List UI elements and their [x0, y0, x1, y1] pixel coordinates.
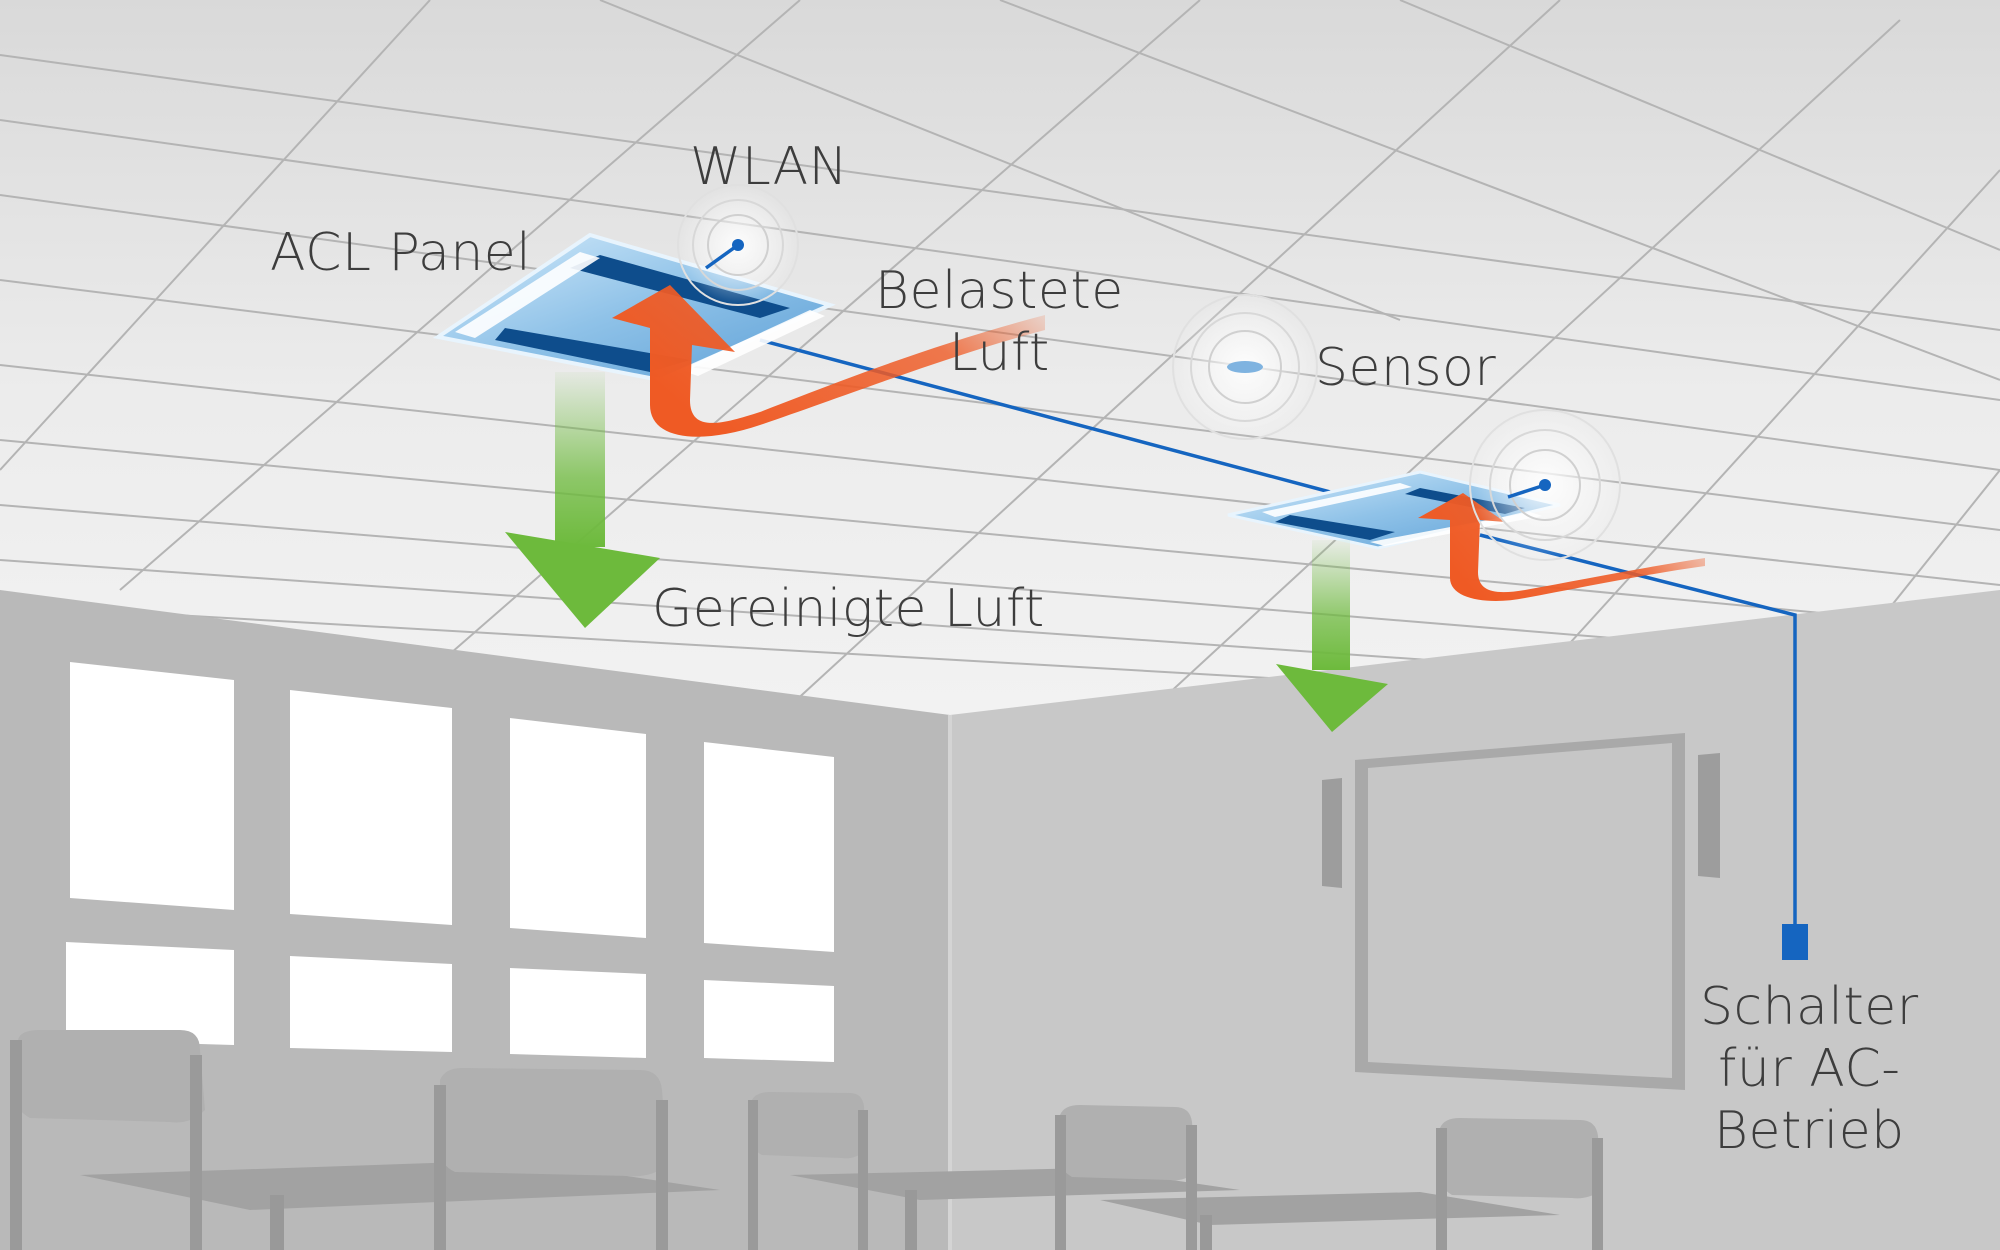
schalter-line-2: für AC-: [1718, 1039, 1901, 1099]
belastete-luft-line-1: Belastete: [875, 261, 1124, 321]
wlan-signal-icon-secondary: [1469, 409, 1621, 561]
schalter-label: Schalter für AC- Betrieb: [1700, 976, 1919, 1162]
switch-icon: [1782, 924, 1808, 960]
schalter-line-1: Schalter: [1700, 977, 1919, 1037]
sensor-label: Sensor: [1315, 338, 1497, 398]
wlan-label: WLAN: [690, 137, 849, 197]
wiring: [759, 338, 1797, 928]
wlan-signal-icon: [677, 184, 799, 306]
schalter-line-3: Betrieb: [1713, 1101, 1905, 1161]
ceiling: [0, 0, 2000, 720]
windows: [66, 662, 834, 1062]
polluted-air-arrow-main: [612, 285, 1045, 437]
clean-air-arrow-secondary: [1276, 540, 1388, 732]
sensor-signal-icon: [1172, 294, 1318, 440]
gereinigte-luft-label: Gereinigte Luft: [652, 579, 1045, 639]
furniture: [10, 1030, 1603, 1250]
whiteboard: [1322, 733, 1720, 1090]
belastete-luft-label: Belastete Luft: [875, 260, 1124, 384]
belastete-luft-line-2: Luft: [948, 323, 1050, 383]
clean-air-arrow-main: [505, 372, 660, 628]
acl-panel-label: ACL Panel: [270, 223, 532, 283]
